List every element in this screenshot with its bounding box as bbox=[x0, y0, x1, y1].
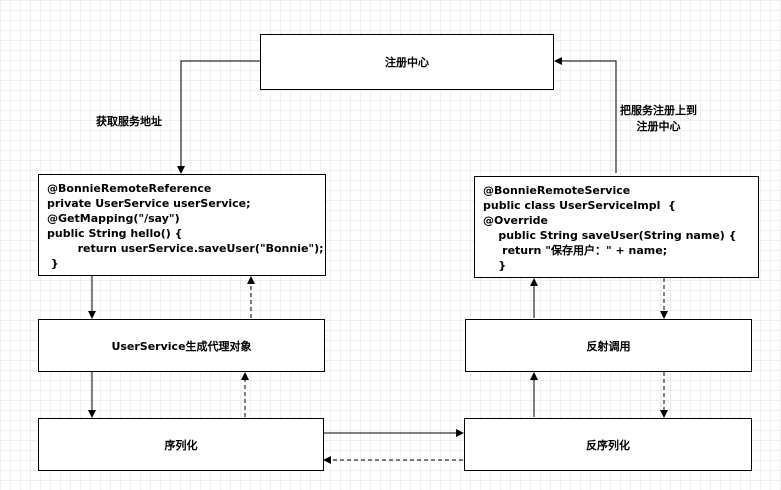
server-code-line: @BonnieRemoteService bbox=[483, 184, 631, 197]
server-code-line: public class UserServiceImpl { bbox=[483, 199, 676, 212]
client-code-line: @GetMapping("/say") bbox=[47, 212, 180, 225]
arrow-register bbox=[554, 57, 617, 173]
get-address-label: 获取服务地址 bbox=[96, 115, 162, 128]
proxy-box: UserService生成代理对象 bbox=[38, 319, 325, 372]
client-code-line: } bbox=[47, 257, 59, 270]
register-label-line1: 把服务注册上到 bbox=[620, 104, 697, 117]
client-code-line: return userService.saveUser("Bonnie"); bbox=[47, 242, 324, 255]
register-label: 把服务注册上到 注册中心 bbox=[620, 103, 697, 135]
reflect-box: 反射调用 bbox=[465, 319, 752, 372]
server-code-line: public String saveUser(String name) { bbox=[483, 229, 737, 242]
deserialize-label: 反序列化 bbox=[586, 438, 630, 452]
serialize-box: 序列化 bbox=[38, 418, 324, 471]
server-code-line: } bbox=[483, 259, 507, 272]
client-code-line: private UserService userService; bbox=[47, 197, 251, 210]
registry-box: 注册中心 bbox=[260, 34, 554, 90]
server-code-line: @Override bbox=[483, 214, 548, 227]
client-code-box: @BonnieRemoteReference private UserServi… bbox=[38, 174, 326, 276]
deserialize-box: 反序列化 bbox=[464, 418, 752, 471]
server-code-box: @BonnieRemoteService public class UserSe… bbox=[474, 176, 759, 278]
register-label-line2: 注册中心 bbox=[636, 120, 681, 133]
client-code-line: public String hello() { bbox=[47, 227, 183, 240]
reflect-label: 反射调用 bbox=[586, 339, 631, 353]
arrow-get-address bbox=[177, 60, 260, 174]
registry-label: 注册中心 bbox=[385, 56, 429, 69]
serialize-label: 序列化 bbox=[164, 438, 198, 452]
client-code-line: @BonnieRemoteReference bbox=[47, 182, 212, 195]
server-code-line: return "保存用户：" + name; bbox=[483, 244, 668, 257]
proxy-label: UserService生成代理对象 bbox=[111, 339, 252, 353]
